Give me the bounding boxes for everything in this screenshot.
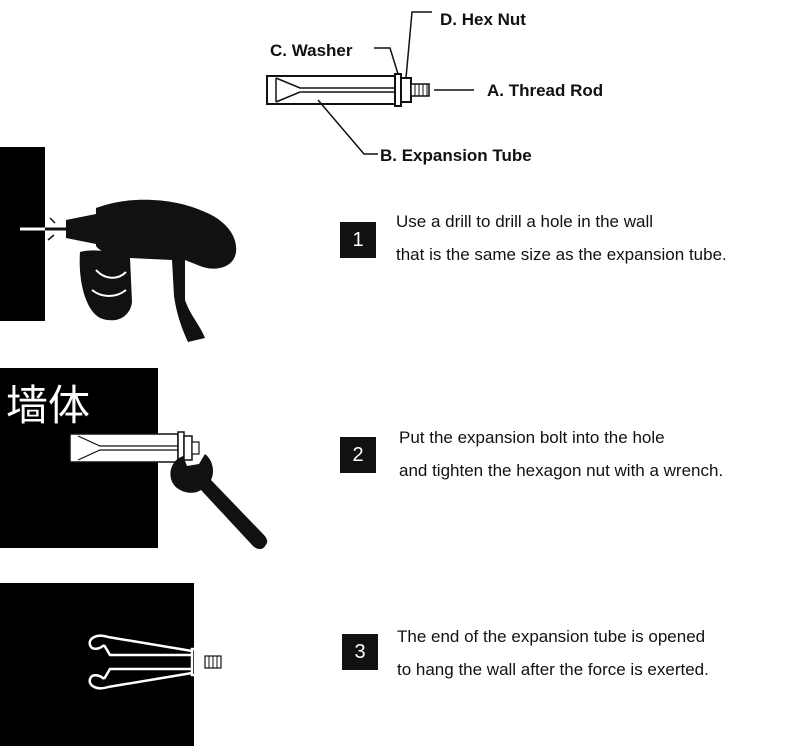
step-number-2: 2 bbox=[340, 437, 376, 473]
step-3-line-1: The end of the expansion tube is opened bbox=[397, 627, 706, 646]
step-3-line-2: to hang the wall after the force is exer… bbox=[397, 660, 709, 679]
opened-anchor-illustration bbox=[88, 634, 222, 690]
step-2-line-1: Put the expansion bolt into the hole bbox=[399, 428, 665, 447]
washer-label: C. Washer bbox=[270, 41, 353, 60]
bolt-in-hole-illustration bbox=[69, 431, 200, 465]
step-number-1: 1 bbox=[340, 222, 376, 258]
step-number-3: 3 bbox=[342, 634, 378, 670]
drill-icon bbox=[20, 199, 237, 342]
step-2-line-2: and tighten the hexagon nut with a wrenc… bbox=[399, 461, 724, 480]
wall-label: 墙体 bbox=[6, 381, 91, 430]
wrench-icon bbox=[170, 454, 268, 549]
step-1-line-1: Use a drill to drill a hole in the wall bbox=[396, 212, 654, 231]
expansion-tube-label: B. Expansion Tube bbox=[380, 146, 532, 165]
thread-rod-label: A. Thread Rod bbox=[487, 81, 604, 100]
expansion-bolt-diagram bbox=[266, 11, 474, 155]
hex-nut-label: D. Hex Nut bbox=[440, 10, 526, 29]
wall-step1 bbox=[0, 147, 45, 321]
wall-step3 bbox=[0, 583, 194, 746]
step-1-line-2: that is the same size as the expansion t… bbox=[396, 245, 727, 264]
